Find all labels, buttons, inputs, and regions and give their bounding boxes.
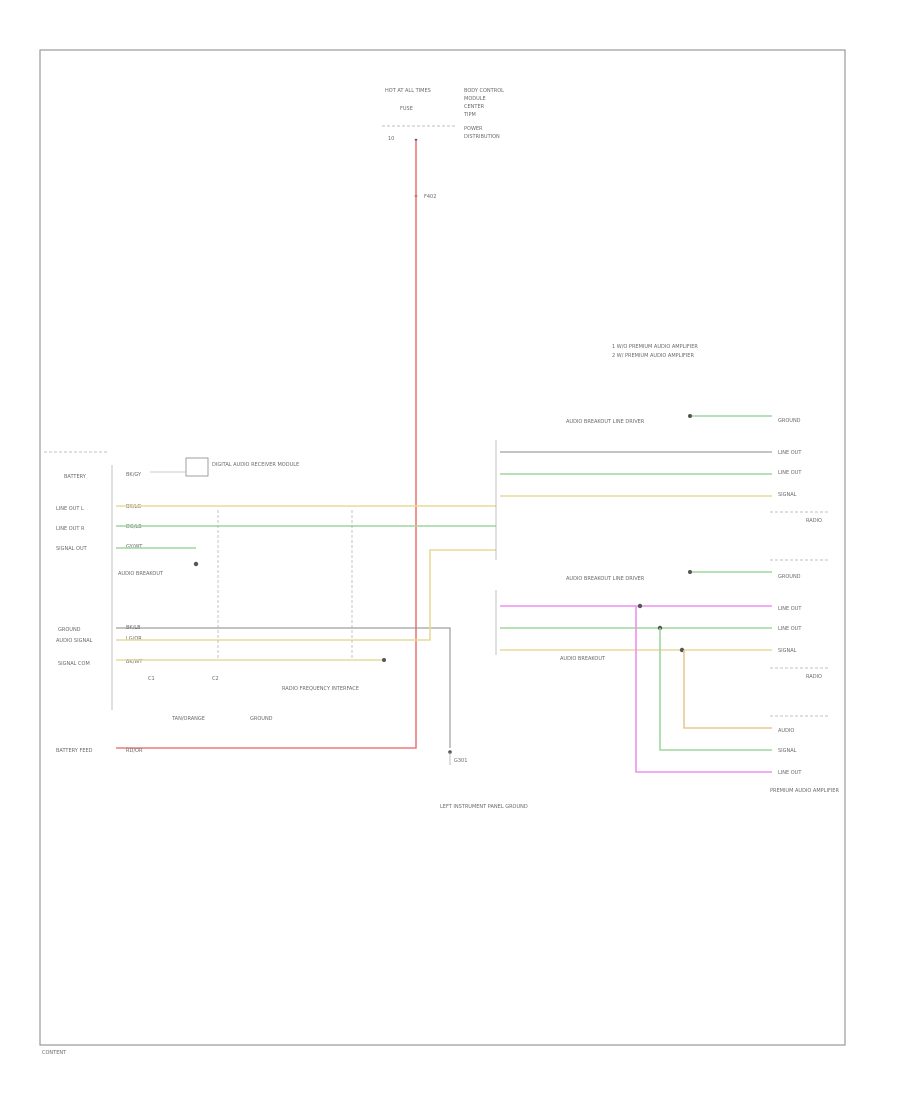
amp-out-audio: AUDIO [778,728,794,734]
fuse-header: HOT AT ALL TIMES [385,88,431,94]
wire-code-1: BK/GY [126,472,142,478]
fuse-label: FUSE [400,106,413,112]
fuse-note-4: TIPM [463,112,476,118]
right-lower-title: AUDIO BREAKOUT LINE DRIVER [566,576,645,582]
pin-label-signal-com: SIGNAL COM [58,661,90,667]
fuse-block: HOT AT ALL TIMES BODY CONTROL MODULE CEN… [382,88,504,200]
right-upper-out-2: LINE OUT [778,470,802,476]
fuse-note-6: DISTRIBUTION [464,134,500,140]
right-lower-out-2: LINE OUT [778,626,802,632]
wire-code-6: LG/OR [126,636,142,642]
right-upper-out-3: SIGNAL [778,492,797,498]
right-upper-out-1: LINE OUT [778,450,802,456]
receiver-module-name: DIGITAL AUDIO RECEIVER MODULE [212,462,299,468]
battery-feed-wire [116,140,417,749]
right-upper-title: AUDIO BREAKOUT LINE DRIVER [566,419,645,425]
amp-out-line: LINE OUT [778,770,802,776]
pin-label-signal-out: SIGNAL OUT [56,546,88,552]
fuse-note-3: CENTER [464,104,485,110]
audio-signal-wire [116,549,496,641]
legend-line-1: 1 W/O PREMIUM AUDIO AMPLIFIER [612,344,698,350]
right-upper-block: AUDIO BREAKOUT LINE DRIVER LINE OUT LINE… [495,414,830,560]
relay-note: RADIO FREQUENCY INTERFACE [282,686,359,692]
ground-symbol: G301 LEFT INSTRUMENT PANEL GROUND [440,750,528,810]
fuse-note-1: BODY CONTROL [464,88,504,94]
receiver-module-icon [185,457,209,477]
right-lower-out-4: GROUND [778,574,801,580]
fuse-note-5: POWER [464,126,483,132]
wire-code-3: DG/LB [126,524,142,530]
right-lower-module: RADIO [806,674,822,680]
diagram-frame [39,49,846,1046]
splice-point [193,561,199,567]
wire-code-7: BK/WT [126,659,143,665]
legend: 1 W/O PREMIUM AUDIO AMPLIFIER 2 W/ PREMI… [612,344,698,359]
feed-wire-label: F402 [424,194,436,200]
footer-label: CONTENT [42,1050,67,1056]
bottom-note-c2: C2 [212,676,219,682]
amp-line-out-wire [635,606,772,773]
pin-label-line-out-l: LINE OUT L [56,506,84,512]
bottom-note-c1: C1 [148,676,155,682]
right-upper-out-4: GROUND [778,418,801,424]
bottom-note-tan: TAN/ORANGE [171,716,205,722]
pin-label-audio-signal: AUDIO SIGNAL [56,638,93,644]
wire-code-2: BK/LG [126,504,141,510]
pin-label-line-out-r: LINE OUT R [56,526,85,532]
right-upper-module: RADIO [806,518,822,524]
pin-label-battery-feed: BATTERY FEED [56,748,93,754]
amp-signal-wire [659,628,772,751]
fuse-ref: 10 [388,136,394,142]
wire-code-8: RD/OR [126,748,143,754]
ground-note: LEFT INSTRUMENT PANEL GROUND [440,804,528,810]
pin-label-ground: GROUND [58,627,81,633]
wire-code-4: GY/WT [126,544,143,550]
right-lower-block: AUDIO BREAKOUT LINE DRIVER LINE OUT LINE… [495,559,839,794]
right-lower-out-1: LINE OUT [778,606,802,612]
legend-line-2: 2 W/ PREMIUM AUDIO AMPLIFIER [612,353,694,359]
ground-label: G301 [454,758,467,764]
pin-label-battery: BATTERY [64,474,87,480]
right-lower-splice: AUDIO BREAKOUT [560,656,606,662]
fuse-note-2: MODULE [464,96,486,102]
amp-out-signal: SIGNAL [778,748,797,754]
amp-audio-wire [683,650,772,729]
right-lower-out-3: SIGNAL [778,648,797,654]
bottom-note-ground: GROUND [250,716,273,722]
ground-wire [116,627,451,748]
amp-name: PREMIUM AUDIO AMPLIFIER [770,788,839,794]
splice-note: AUDIO BREAKOUT [118,571,164,577]
left-receiver-block: BATTERY LINE OUT L LINE OUT R SIGNAL OUT… [44,451,359,754]
